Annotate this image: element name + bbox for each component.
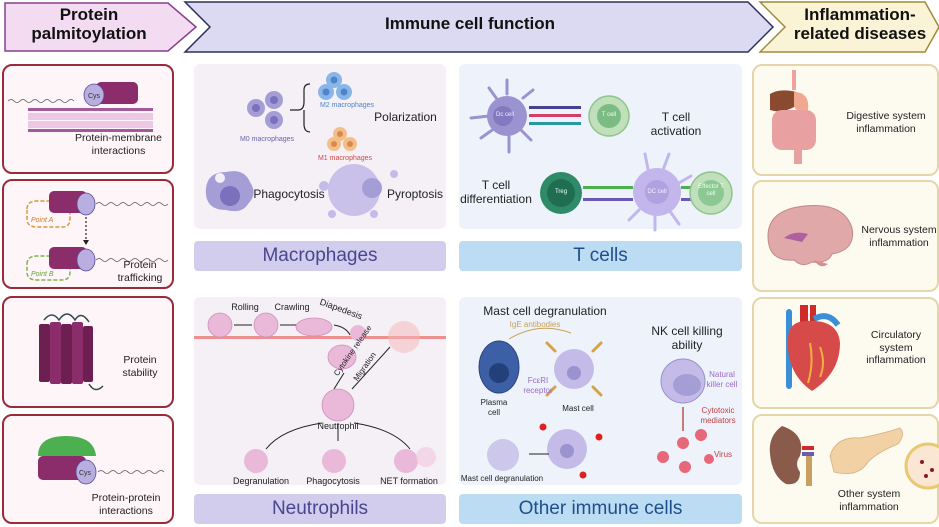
other-immune-diagram [478, 327, 714, 479]
t-cells-label-bar: T cells [459, 241, 742, 271]
membrane-anchored-protein-icon: Cys [7, 82, 153, 132]
cys-label: Cys [79, 470, 92, 477]
digestive-system-icon [770, 70, 816, 164]
palm-label-membrane: Protein-membrane interactions [75, 132, 162, 157]
mast-cell-degranulation-title: Mast cell degranulation [483, 304, 607, 318]
macrophages-label-bar: Macrophages [194, 241, 446, 271]
disease-card-nervous: Nervous system inflammation [752, 180, 939, 292]
t-cell-differentiation-label: T cell differentiation [460, 178, 532, 207]
disease-label-circulatory: Circulatory system inflammation [866, 329, 926, 367]
palm-label-trafficking: Protein trafficking [117, 259, 163, 284]
dc-cell-activation [469, 78, 535, 154]
brain-icon [767, 204, 854, 267]
pyroptosis-label: Pyroptosis [386, 187, 444, 201]
fceri-receptor-label: FcεRI receptor [523, 376, 553, 395]
treg-cell [540, 172, 582, 214]
header-right-arrow [758, 1, 939, 53]
phagocytosis-label: Phagocytosis [253, 187, 325, 201]
protein-complex-icon: Cys [38, 436, 165, 485]
disease-label-other: Other system inflammation [837, 488, 901, 513]
natural-killer-cell-label: Natural killer cell [706, 370, 738, 389]
crawling-label: Crawling [274, 302, 310, 312]
degranulation-label: Degranulation [232, 476, 290, 486]
m0-macrophage-cells [247, 91, 283, 129]
disease-card-circulatory: Circulatory system inflammation [752, 297, 939, 409]
palm-card-stability: Protein stability [2, 296, 174, 408]
transmembrane-protein-icon [39, 313, 104, 391]
mast-cell-degranulation-label: Mast cell degranulation [460, 474, 544, 483]
rolling-neutrophil [207, 312, 233, 338]
t-cell-label: T cell [601, 112, 617, 118]
palm-card-ppi: Cys Protein-protein interactions [2, 414, 174, 524]
m0-label: M0 macrophages [239, 136, 295, 143]
plasma-cell-label: Plasma cell [480, 398, 508, 417]
neutrophil-phagocytosis-label: Phagocytosis [306, 476, 360, 486]
phagocytosis-macrophage [205, 171, 254, 212]
central-neutrophil [321, 388, 355, 422]
t-cell-activation-label: T cell activation [650, 110, 702, 139]
m2-macrophage-cells [318, 72, 352, 100]
dc-cell-differentiation [627, 152, 693, 232]
m1-macrophage-cells [327, 127, 357, 151]
disease-label-nervous: Nervous system inflammation [861, 224, 937, 249]
palm-card-trafficking: Point A Point B Protein trafficking [2, 179, 174, 289]
header-right-title: Inflammation-related diseases [793, 5, 927, 43]
receptor-bridges [529, 106, 581, 125]
nk-cell-title: NK cell killing ability [651, 324, 723, 353]
palm-label-ppi: Protein-protein interactions [91, 492, 161, 517]
neutrophil-diagram [194, 312, 446, 473]
disease-card-other: Other system inflammation [752, 414, 939, 524]
virus-label: Virus [713, 450, 733, 459]
disease-card-digestive: Digestive system inflammation [752, 64, 939, 176]
header-middle-arrow [183, 1, 775, 53]
mast-cell-label: Mast cell [562, 404, 594, 413]
cytotoxic-mediators-label: Cytotoxic mediators [700, 406, 736, 425]
cys-residue [83, 83, 105, 107]
palm-label-stability: Protein stability [122, 354, 158, 379]
other-immune-label-bar: Other immune cells [459, 494, 742, 524]
macrophage-polarization-diagram [205, 72, 398, 218]
dc-cell-label: Dc cell [495, 112, 514, 118]
endothelium [194, 336, 446, 339]
disease-label-digestive: Digestive system inflammation [846, 110, 926, 135]
m1-label: M1 macrophages [317, 155, 373, 162]
palm-card-membrane: Cys Protein-membrane interactions [2, 64, 174, 174]
point-b-label: Point B [31, 271, 54, 278]
t-cell-activation [588, 95, 630, 137]
header-middle-title: Immune cell function [384, 14, 556, 33]
dc-cell2-label: DC cell [647, 189, 667, 195]
point-a-label: Point A [31, 217, 54, 224]
protein-trafficking-icon: Point A Point B [26, 191, 169, 281]
effector-label: Effector T cell [698, 184, 724, 198]
neutrophils-label-bar: Neutrophils [194, 494, 446, 524]
polarization-label: Polarization [374, 110, 437, 124]
neutrophil-label: Neutrophil [317, 421, 359, 431]
header-left-arrow [4, 2, 198, 52]
m2-label: M2 macrophages [319, 102, 375, 109]
t-cell-diagram [469, 78, 733, 232]
header-left-title: Protein palmitoylation [31, 5, 147, 43]
ige-antibodies-label: IgE antibodies [509, 320, 561, 329]
treg-label: Treg [554, 189, 568, 195]
effector-t-cell [689, 171, 733, 215]
cys-label: Cys [88, 93, 101, 100]
pyroptosis-macrophage [319, 164, 398, 218]
header-arrows [4, 1, 939, 53]
rolling-label: Rolling [231, 302, 259, 312]
net-formation-label: NET formation [380, 476, 438, 486]
kidney-pancreas-icon [769, 426, 939, 490]
heart-icon [786, 305, 841, 391]
